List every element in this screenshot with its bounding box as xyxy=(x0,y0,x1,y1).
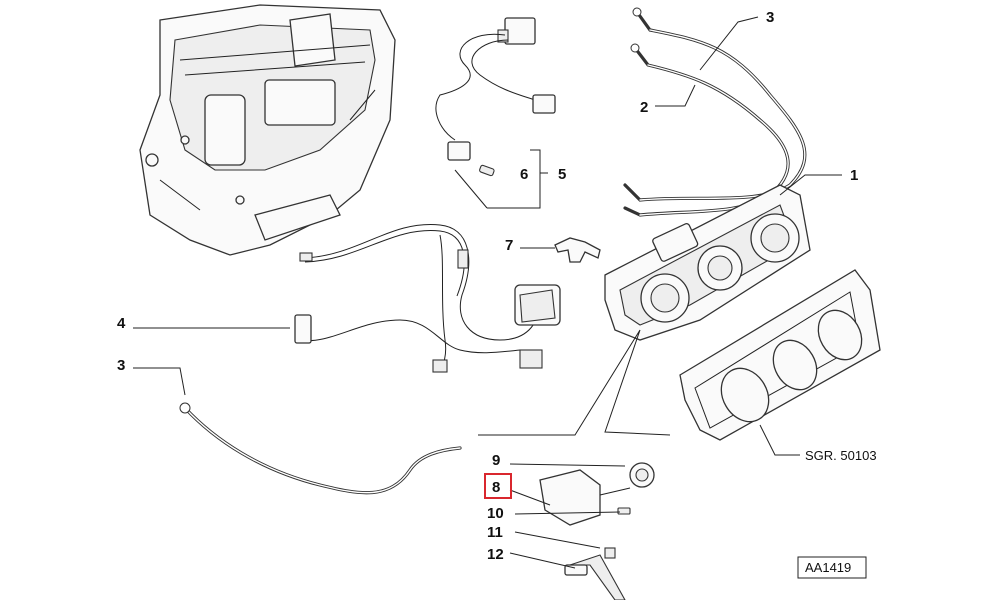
sensor-harness xyxy=(435,17,556,177)
callout-12: 12 xyxy=(487,546,504,563)
callout-3-top: 3 xyxy=(766,9,774,26)
drawing-code-box xyxy=(797,556,867,579)
callout-5: 5 xyxy=(558,166,566,183)
callout-2: 2 xyxy=(640,99,648,116)
callout-10: 10 xyxy=(487,505,504,522)
callout-7: 7 xyxy=(505,237,513,254)
callout-3-left: 3 xyxy=(117,357,125,374)
climate-control-panel xyxy=(604,184,811,341)
bracket xyxy=(554,237,601,263)
callout-1: 1 xyxy=(850,167,858,184)
fan-switch-parts xyxy=(539,462,655,600)
main-wiring-harness xyxy=(294,224,561,373)
control-cables-upper xyxy=(623,7,807,217)
callout-8-highlight-box xyxy=(484,473,512,499)
control-cable-lower xyxy=(179,402,462,495)
callout-9: 9 xyxy=(492,452,500,469)
heater-housing xyxy=(139,4,396,256)
callout-4: 4 xyxy=(117,315,126,332)
callout-11: 11 xyxy=(487,524,503,541)
trim-bezel xyxy=(679,269,881,441)
leader-lines xyxy=(133,16,842,569)
callout-6: 6 xyxy=(520,166,528,183)
ref-group-label: SGR. 50103 xyxy=(805,448,877,463)
callout-8: 8 xyxy=(492,479,500,496)
drawing-code: AA1419 xyxy=(805,560,851,575)
